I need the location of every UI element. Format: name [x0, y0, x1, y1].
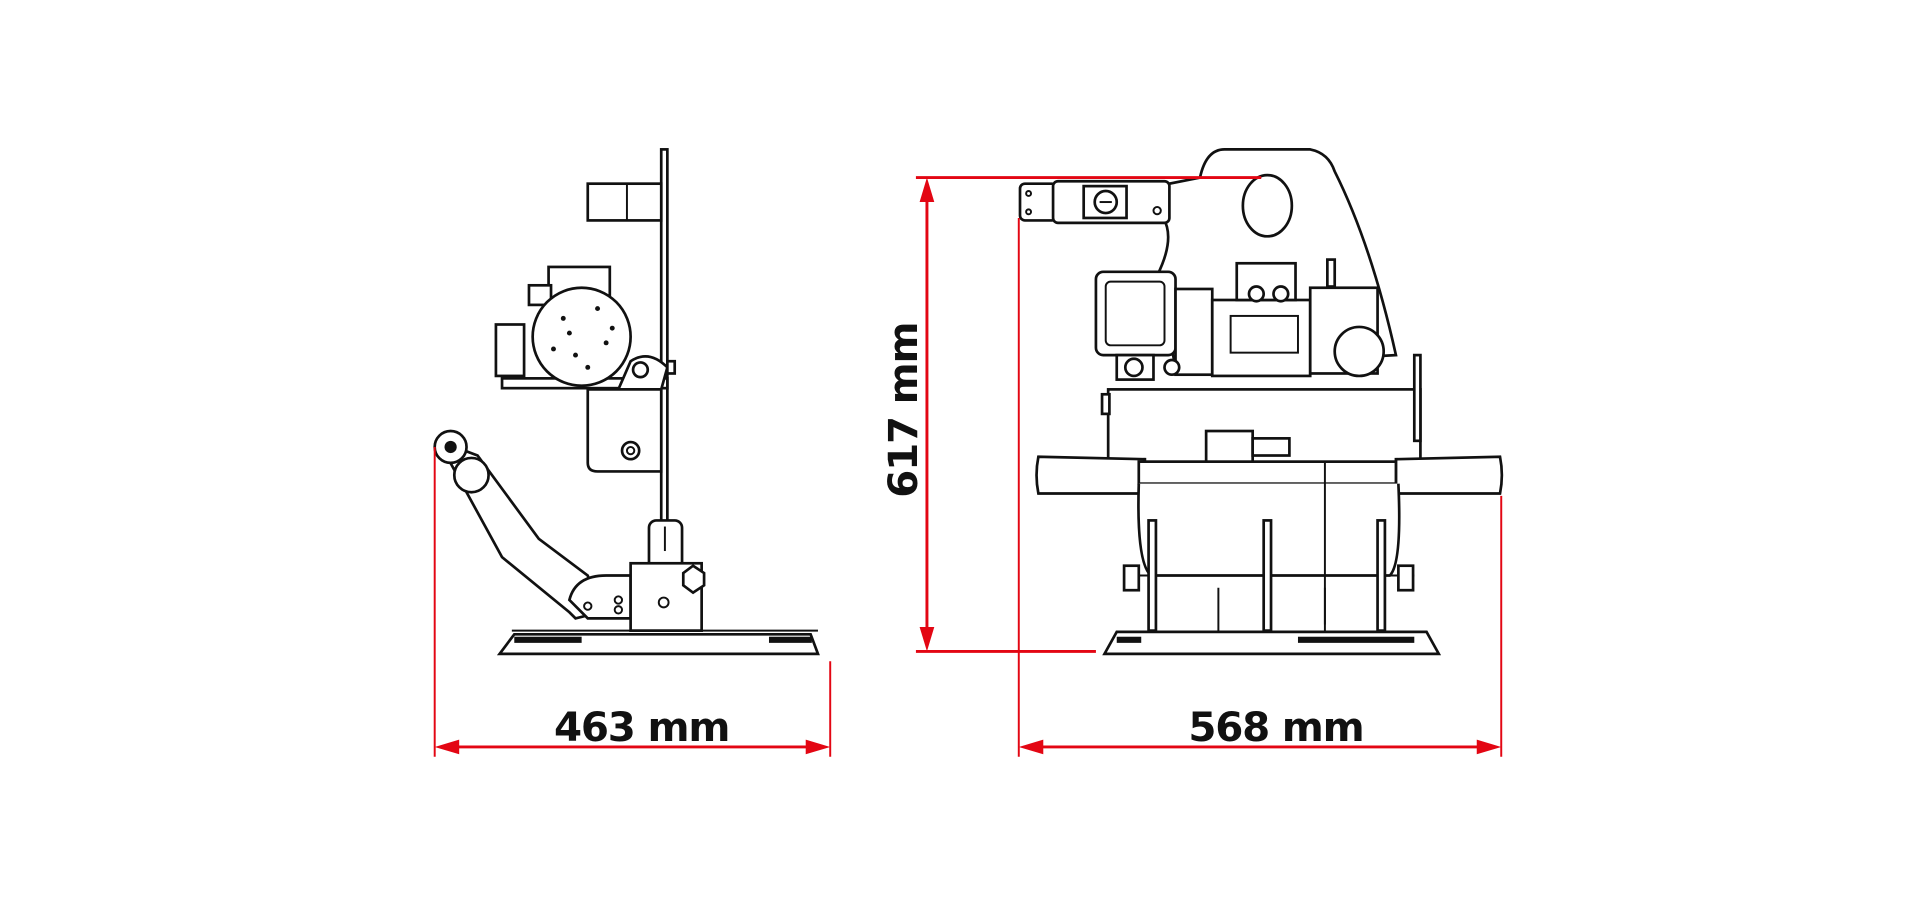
motor-side	[494, 265, 669, 390]
arrow-down-icon	[919, 626, 935, 652]
suction-pad-front	[1102, 630, 1442, 656]
width-dimension: 568 mm	[1017, 217, 1503, 757]
front-view	[1018, 148, 1504, 656]
control-box-side	[586, 182, 663, 222]
depth-dimension: 463 mm	[433, 446, 832, 757]
cup-frame	[1122, 462, 1415, 632]
width-label: 568 mm	[1188, 703, 1363, 751]
arrow-up-icon	[919, 177, 935, 203]
side-handles	[1035, 455, 1504, 495]
height-label: 617 mm	[879, 323, 927, 498]
arrow-left-icon	[1018, 739, 1044, 755]
bracket-side	[586, 355, 677, 473]
electrical-box	[1094, 270, 1177, 381]
height-dimension: 617 mm	[879, 176, 1262, 653]
vacuum-pump-motor	[1163, 258, 1386, 378]
depth-label: 463 mm	[554, 703, 729, 751]
control-switch-box	[1018, 179, 1171, 225]
arrow-right-icon	[805, 739, 831, 755]
side-view	[433, 148, 820, 656]
arrow-right-icon	[1476, 739, 1502, 755]
valve-connector	[1204, 429, 1291, 576]
arrow-left-icon	[434, 739, 460, 755]
foot-assembly	[567, 519, 706, 632]
lever-arm	[433, 429, 602, 620]
suction-pad-side	[496, 629, 820, 656]
